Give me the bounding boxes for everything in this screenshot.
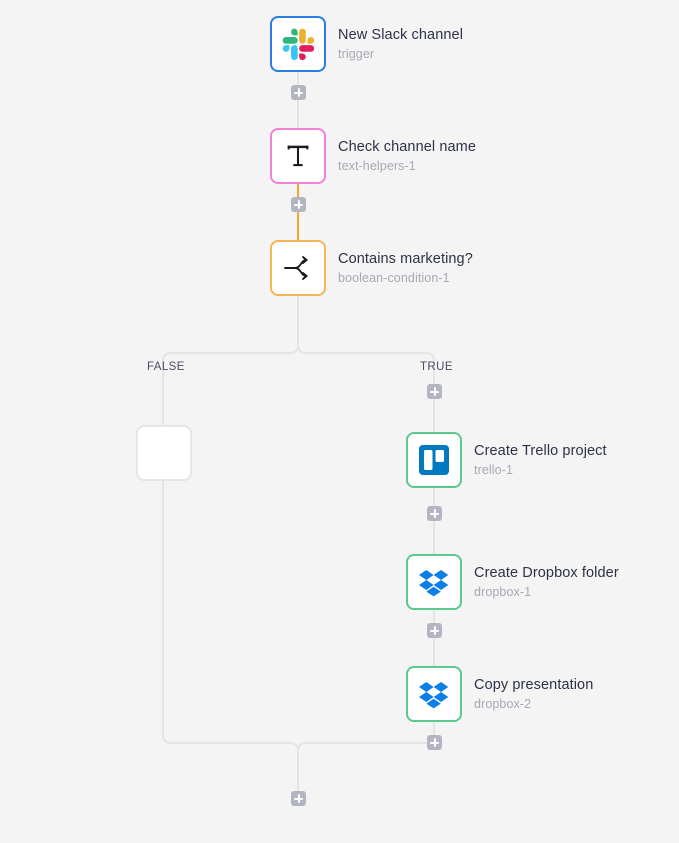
node-text-helpers-1[interactable]: Check channel name text-helpers-1	[270, 128, 476, 184]
node-labels-condition: Contains marketing? boolean-condition-1	[338, 250, 473, 287]
node-title: Create Dropbox folder	[474, 564, 619, 581]
node-subtitle: trello-1	[474, 462, 514, 477]
plus-vertical-bar	[297, 88, 300, 97]
node-subtitle: dropbox-2	[474, 696, 532, 711]
dropbox-icon	[419, 570, 449, 597]
add-step-button-after-text-helpers[interactable]	[291, 197, 306, 212]
node-icon-box-dropbox-2[interactable]	[406, 666, 462, 722]
branch-fork-icon	[284, 256, 308, 280]
node-icon-box-text-helpers[interactable]	[270, 128, 326, 184]
node-labels-dropbox-2: Copy presentation dropbox-2	[474, 676, 593, 713]
node-title: Check channel name	[338, 138, 477, 155]
add-step-button-after-dropbox-1[interactable]	[427, 623, 442, 638]
node-subtitle: boolean-condition-1	[338, 270, 450, 285]
node-title: Copy presentation	[474, 676, 594, 693]
node-labels-text-helpers: Check channel name text-helpers-1	[338, 138, 476, 175]
branch-label-true: TRUE	[420, 361, 453, 373]
node-labels-trigger: New Slack channel trigger	[338, 26, 463, 63]
wire-merge-true	[297, 742, 434, 752]
add-step-button-after-merge[interactable]	[291, 791, 306, 806]
node-icon-box-trello[interactable]	[406, 432, 462, 488]
wire-merge-false	[162, 734, 299, 791]
add-step-button-after-trello[interactable]	[427, 506, 442, 521]
node-title: Contains marketing?	[338, 250, 473, 267]
add-step-button-true-first[interactable]	[427, 384, 442, 399]
node-title: Create Trello project	[474, 442, 607, 459]
node-dropbox-1[interactable]: Create Dropbox folder dropbox-1	[406, 554, 619, 610]
add-step-button-after-trigger[interactable]	[291, 85, 306, 100]
plus-vertical-bar	[433, 387, 436, 396]
node-labels-trello: Create Trello project trello-1	[474, 442, 607, 479]
wire-split-true	[297, 344, 435, 432]
slack-icon	[282, 28, 315, 61]
dropbox-icon	[419, 682, 449, 709]
text-t-icon	[287, 145, 309, 167]
node-labels-dropbox-1: Create Dropbox folder dropbox-1	[474, 564, 619, 601]
node-trello-1[interactable]: Create Trello project trello-1	[406, 432, 607, 488]
node-subtitle: trigger	[338, 46, 375, 61]
plus-vertical-bar	[297, 794, 300, 803]
node-icon-box-dropbox-1[interactable]	[406, 554, 462, 610]
plus-vertical-bar	[297, 200, 300, 209]
plus-vertical-bar	[433, 626, 436, 635]
wire-split-false	[162, 344, 299, 735]
node-subtitle: dropbox-1	[474, 584, 532, 599]
branch-label-false: FALSE	[147, 361, 185, 373]
trello-icon	[419, 445, 449, 475]
node-icon-box-condition[interactable]	[270, 240, 326, 296]
plus-vertical-bar	[433, 509, 436, 518]
empty-placeholder-box[interactable]	[136, 425, 192, 481]
plus-vertical-bar	[433, 738, 436, 747]
node-icon-box-trigger[interactable]	[270, 16, 326, 72]
node-subtitle: text-helpers-1	[338, 158, 416, 173]
node-boolean-condition-1[interactable]: Contains marketing? boolean-condition-1	[270, 240, 473, 296]
node-trigger[interactable]: New Slack channel trigger	[270, 16, 463, 72]
add-step-button-after-dropbox-2[interactable]	[427, 735, 442, 750]
node-title: New Slack channel	[338, 26, 464, 43]
node-dropbox-2[interactable]: Copy presentation dropbox-2	[406, 666, 593, 722]
node-false-placeholder[interactable]	[136, 425, 192, 481]
